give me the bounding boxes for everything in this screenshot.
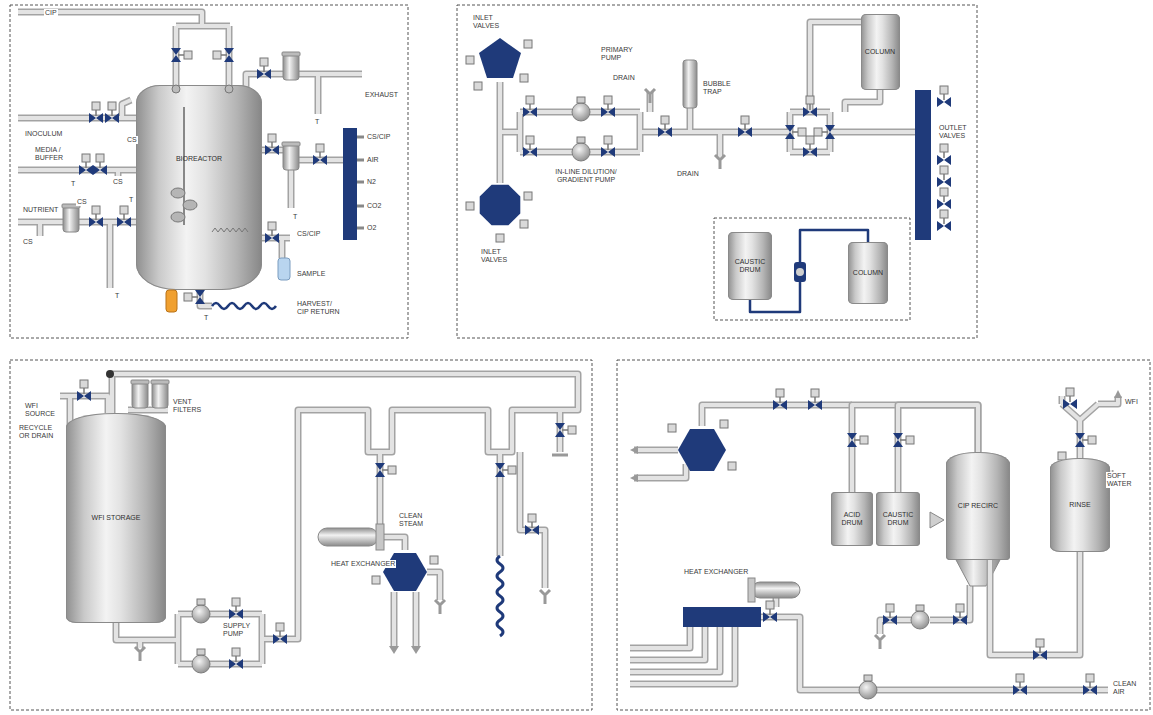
vessel-label: CAUSTIC DRUM [878,511,918,527]
part-label: CS [112,178,124,186]
part-label: CS/CIP [296,230,321,238]
part-label: HEAT EXCHANGER [683,568,749,576]
part-label: T [292,213,298,221]
part-label: CO2 [366,202,382,210]
part-label: T [70,180,76,188]
part-label: T [314,118,320,126]
vessel-label: WFI STORAGE [92,514,141,522]
part-label: HARVEST/ CIP RETURN [296,300,344,316]
part-label: DRAIN [676,170,700,178]
vessel-label: COLUMN [865,48,895,56]
part-label: SUPPLY PUMP [222,622,256,638]
part-label: EXHAUST [364,91,399,99]
part-label: T [128,196,134,204]
part-label: OUTLET VALVES [938,124,972,140]
tank-vessel: CIP RECIRC [946,452,1010,560]
part-label: SAMPLE [296,270,326,278]
part-label: T [203,314,209,322]
part-label: WFI SOURCE [24,402,60,418]
part-label: CLEAN AIR [1112,680,1142,696]
part-label: IN-LINE DILUTION/ GRADIENT PUMP [545,168,627,184]
part-label: VENT FILTERS [172,398,210,414]
part-label: SOFT WATER [1106,472,1140,488]
vessel-label: RINSE [1069,501,1090,509]
part-label: NUTRIENT [22,206,59,214]
part-label: CS [126,136,138,144]
tank-vessel: ACID DRUM [831,492,873,546]
agitator-detail [136,85,262,325]
tank-vessel: RINSE [1050,458,1110,552]
part-label: AIR [366,156,380,164]
part-label: T [114,292,120,300]
part-label: DRAIN [612,74,636,82]
tank-vessel: WFI STORAGE [66,413,166,623]
vessel-label: CIP RECIRC [958,502,998,510]
vessel-label: BIOREACTOR [176,155,222,163]
tank-vessel: COLUMN [861,14,900,90]
diaphragm-pump [794,262,806,282]
tank-vessel: CAUSTIC DRUM [728,232,772,300]
part-label: RECYCLE OR DRAIN [18,424,62,440]
tank-vessel: COLUMN [848,242,888,304]
part-label: INLET VALVES [472,14,504,30]
part-label: CIP [44,9,58,17]
vessel-label: CAUSTIC DRUM [730,258,770,274]
part-label: WFI [1124,398,1139,406]
vessel-label: COLUMN [853,269,883,277]
part-label: O2 [366,224,377,232]
part-label: BUBBLE TRAP [702,80,736,96]
part-label: CS [22,238,34,246]
part-label: HEAT EXCHANGER [330,560,396,568]
part-label: CS/CIP [366,133,391,141]
part-label: INLET VALVES [480,248,512,264]
part-label: CLEAN STEAM [398,512,430,528]
part-label: N2 [366,178,377,186]
pipe-connector [990,552,1080,655]
part-label: PRIMARY PUMP [600,46,640,62]
part-label: INOCULUM [24,130,63,138]
part-label: MEDIA / BUFFER [34,146,70,162]
vessel-label: ACID DRUM [833,511,871,527]
tank-vessel: BIOREACTOR [136,85,262,290]
tank-vessel: CAUSTIC DRUM [876,492,920,546]
part-label: CS [76,198,88,206]
